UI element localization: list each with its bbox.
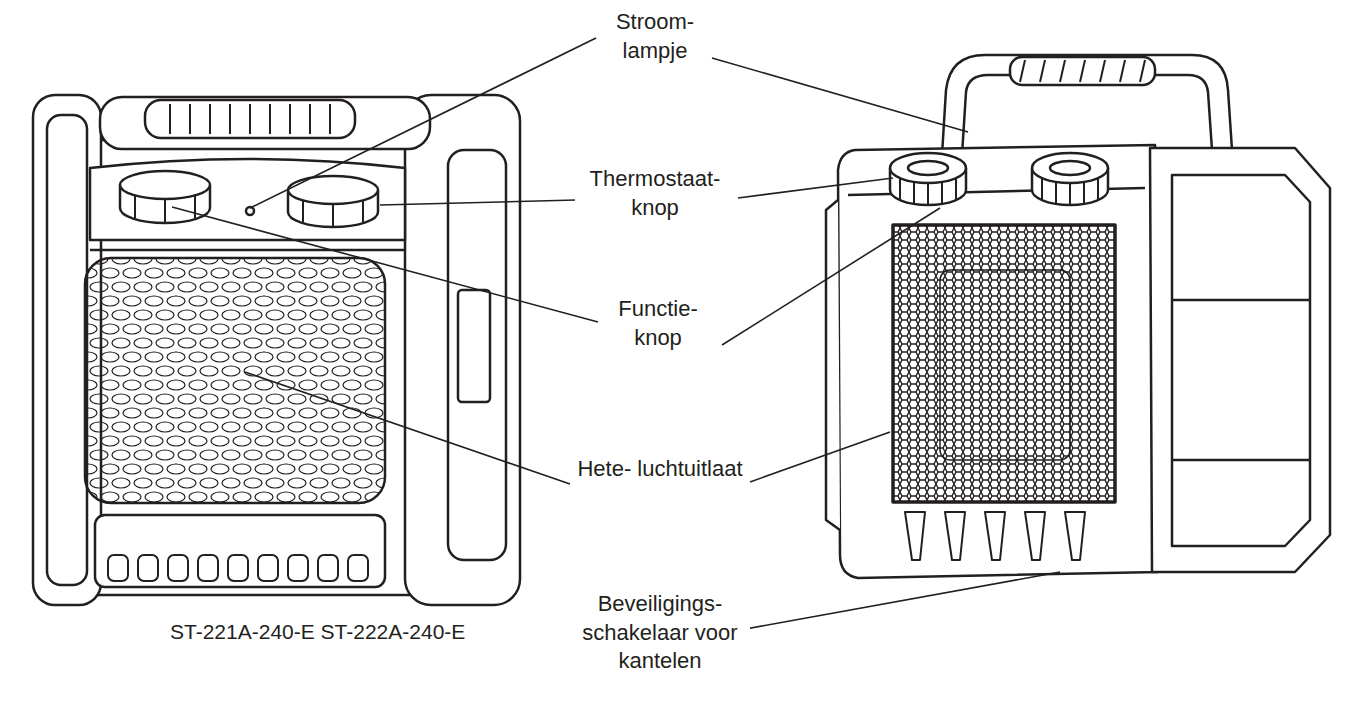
leader-lines	[172, 38, 1060, 630]
callout-label: Functie- knop	[603, 295, 713, 352]
callout-label: Thermostaat- knop	[575, 165, 735, 222]
callout-label: Stroom- lampje	[600, 8, 710, 65]
callout-label: Hete- luchtuitlaat	[575, 455, 745, 484]
model-number: ST-221A-240-E ST-222A-240-E	[170, 620, 465, 644]
heater-left	[33, 95, 520, 605]
heater-right	[826, 55, 1330, 578]
callout-label: Beveiligings- schakelaar voor kantelen	[570, 590, 750, 676]
